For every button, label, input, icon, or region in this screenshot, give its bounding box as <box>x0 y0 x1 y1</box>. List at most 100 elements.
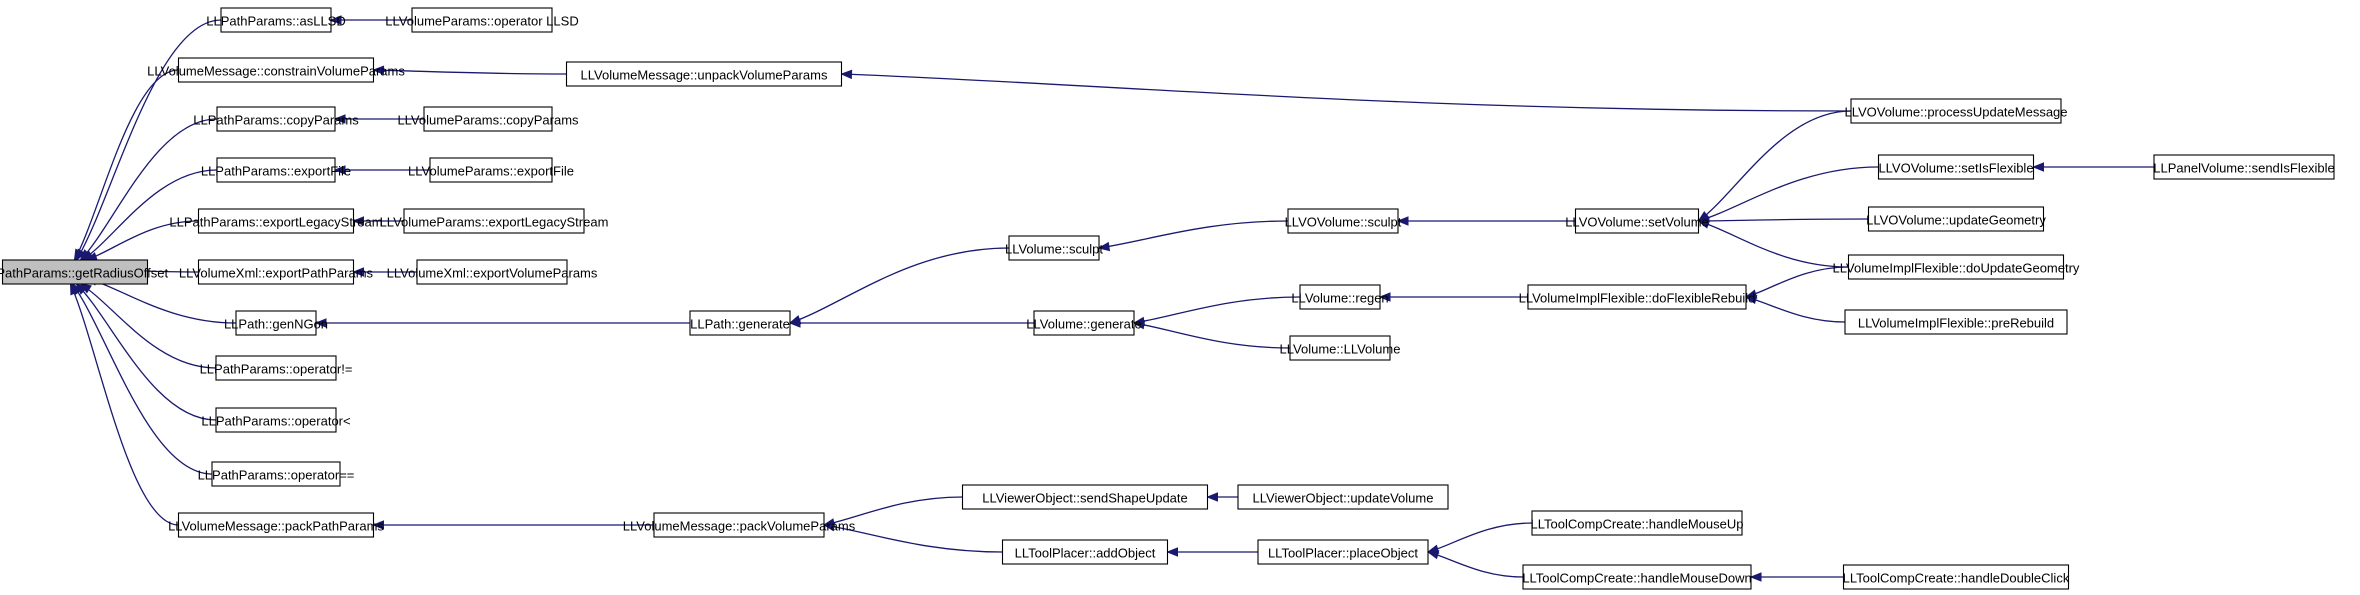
function-node[interactable]: LLVOVolume::setVolume <box>1565 208 1709 234</box>
function-node-box <box>1289 335 1391 361</box>
function-node[interactable]: LLVolumeMessage::constrainVolumeParams <box>147 57 405 83</box>
nodes-layer: LLPathParams::getRadiusOffsetLLPathParam… <box>0 7 2335 590</box>
function-node-box <box>1531 510 1743 536</box>
function-node-box <box>1033 310 1135 336</box>
function-node[interactable]: LLPathParams::copyParams <box>193 106 359 132</box>
function-node-label: LLVolumeParams::operator LLSD <box>385 14 578 29</box>
edge-n35-to-n32 <box>823 524 1003 553</box>
arrowhead-n23-to-n15 <box>788 318 801 328</box>
function-node[interactable]: LLVolumeMessage::packVolumeParams <box>623 512 856 538</box>
function-node[interactable]: LLPathParams::asLLSD <box>206 7 346 33</box>
edge-n21-to-n18 <box>1698 218 1869 222</box>
function-node-box <box>215 355 337 381</box>
function-node[interactable]: LLVolume::sculpt <box>1005 235 1103 261</box>
function-node-box <box>1299 284 1381 310</box>
function-node-box <box>1877 154 2035 180</box>
function-node[interactable]: LLToolCompCreate::handleMouseUp <box>1531 510 1744 536</box>
function-node-box <box>1527 284 1747 310</box>
function-node-box <box>403 208 585 234</box>
function-node-box <box>1842 564 2070 590</box>
function-node-label: LLPathParams::asLLSD <box>206 14 345 29</box>
function-node[interactable]: LLVolumeXml::exportVolumeParams <box>387 259 598 285</box>
function-node[interactable]: LLVolume::LLVolume <box>1280 335 1401 361</box>
function-node[interactable]: LLVolumeImplFlexible::doFlexibleRebuild <box>1519 284 1756 310</box>
function-node[interactable]: LLPathParams::operator== <box>198 461 355 487</box>
edge-n16-to-n15 <box>789 247 1010 324</box>
function-node[interactable]: LLPathParams::operator< <box>201 407 351 433</box>
edge-n17-to-n16 <box>1098 220 1289 249</box>
function-node[interactable]: LLVolumeXml::exportPathParams <box>179 259 374 285</box>
edge-n6-to-n0 <box>80 118 218 261</box>
function-node[interactable]: LLVolumeImplFlexible::doUpdateGeometry <box>1833 254 2080 280</box>
function-node-label: LLToolCompCreate::handleMouseUp <box>1531 517 1744 532</box>
function-node-box <box>197 259 355 285</box>
function-node-label: LLPathParams::exportFile <box>201 164 351 179</box>
function-node[interactable]: LLPathParams::exportLegacyStream <box>169 208 383 234</box>
edge-n30-to-n0 <box>71 283 213 475</box>
edge-n3-to-n0 <box>73 69 179 261</box>
edge-n31-to-n0 <box>69 283 179 526</box>
function-node-label: LLVolumeImplFlexible::doFlexibleRebuild <box>1519 291 1756 306</box>
arrowhead-n17-to-n16 <box>1097 241 1111 252</box>
function-node-box <box>220 7 332 33</box>
arrowhead-n4-to-n3 <box>372 65 385 75</box>
function-node[interactable]: LLToolCompCreate::handleDoubleClick <box>1842 564 2070 590</box>
function-node-box <box>1574 208 1700 234</box>
function-node[interactable]: LLVOVolume::processUpdateMessage <box>1844 98 2068 124</box>
function-node-box <box>429 157 553 183</box>
function-node[interactable]: LLVolumeParams::exportLegacyStream <box>380 208 609 234</box>
function-node-box <box>216 157 336 183</box>
function-node[interactable]: LLViewerObject::sendShapeUpdate <box>961 484 1209 510</box>
edge-n5-to-n18 <box>1698 110 1852 222</box>
function-node[interactable]: LLVolumeParams::exportFile <box>408 157 574 183</box>
function-node[interactable]: LLVolumeMessage::unpackVolumeParams <box>565 61 843 87</box>
function-node[interactable]: LLToolPlacer::placeObject <box>1257 539 1429 565</box>
function-node[interactable]: LLVolume::regen <box>1291 284 1389 310</box>
function-node-box <box>653 512 825 538</box>
function-node[interactable]: LLVOVolume::updateGeometry <box>1866 206 2046 232</box>
function-node[interactable]: LLPathParams::operator!= <box>200 355 353 381</box>
function-node[interactable]: LLVolumeParams::operator LLSD <box>385 7 579 33</box>
function-node[interactable]: LLVolumeParams::copyParams <box>397 106 579 132</box>
function-node-box <box>1867 206 2045 232</box>
function-node[interactable]: LLVolumeMessage::packPathParams <box>168 512 384 538</box>
arrowhead-n32-to-n31 <box>372 520 384 530</box>
function-node-label: LLVolumeImplFlexible::preRebuild <box>1858 316 2054 331</box>
function-node[interactable]: LLVOVolume::setIsFlexible <box>1877 154 2035 180</box>
function-node-label: LLPathParams::copyParams <box>193 113 359 128</box>
function-node-label: LLVOVolume::updateGeometry <box>1866 213 2046 228</box>
function-node-label: LLToolPlacer::placeObject <box>1268 546 1418 561</box>
function-node[interactable]: LLPath::generate <box>689 310 791 336</box>
function-node-label: LLVolumeMessage::unpackVolumeParams <box>581 68 828 83</box>
function-node[interactable]: LLVOVolume::sculpt <box>1285 208 1402 234</box>
function-node-label: LLVolumeXml::exportPathParams <box>179 266 374 281</box>
function-node[interactable]: LLPath::genNGon <box>224 310 328 336</box>
root-function-node[interactable]: LLPathParams::getRadiusOffset <box>0 259 168 285</box>
function-node[interactable]: LLToolPlacer::addObject <box>1001 539 1169 565</box>
function-node[interactable]: LLVolumeImplFlexible::preRebuild <box>1844 309 2068 335</box>
function-node-label: LLPathParams::operator< <box>201 414 350 429</box>
function-node-label: LLVolumeMessage::packPathParams <box>168 519 384 534</box>
edge-n27-to-n23 <box>1133 322 1291 349</box>
function-node-label: LLPathParams::operator!= <box>200 362 353 377</box>
function-node-label: LLVolumeParams::exportLegacyStream <box>380 215 609 230</box>
function-node[interactable]: LLViewerObject::updateVolume <box>1237 484 1449 510</box>
function-node-label: LLVolumeParams::exportFile <box>408 164 574 179</box>
function-node[interactable]: LLPathParams::exportFile <box>201 157 351 183</box>
edge-n22-to-n18 <box>1698 220 1849 268</box>
function-node-box <box>416 259 568 285</box>
edge-n29-to-n0 <box>76 283 217 421</box>
edge-n28-to-n0 <box>80 283 217 369</box>
edge-n24-to-n23 <box>1133 296 1301 324</box>
function-node[interactable]: LLPanelVolume::sendIsFlexible <box>2153 154 2335 180</box>
arrowhead-n11-to-n10 <box>352 216 364 226</box>
function-node[interactable]: LLToolCompCreate::handleMouseDown <box>1522 564 1752 590</box>
arrowhead-n5-to-n4 <box>840 69 853 80</box>
function-node[interactable]: LLVolume::generate <box>1026 310 1142 336</box>
function-node-label: LLPanelVolume::sendIsFlexible <box>2153 161 2334 176</box>
function-node-box <box>1847 254 2065 280</box>
edge-n8-to-n0 <box>82 169 218 261</box>
function-node-label: LLPathParams::operator== <box>198 468 355 483</box>
function-node-box <box>197 208 355 234</box>
arrowhead-n26-to-n25 <box>1744 294 1758 305</box>
